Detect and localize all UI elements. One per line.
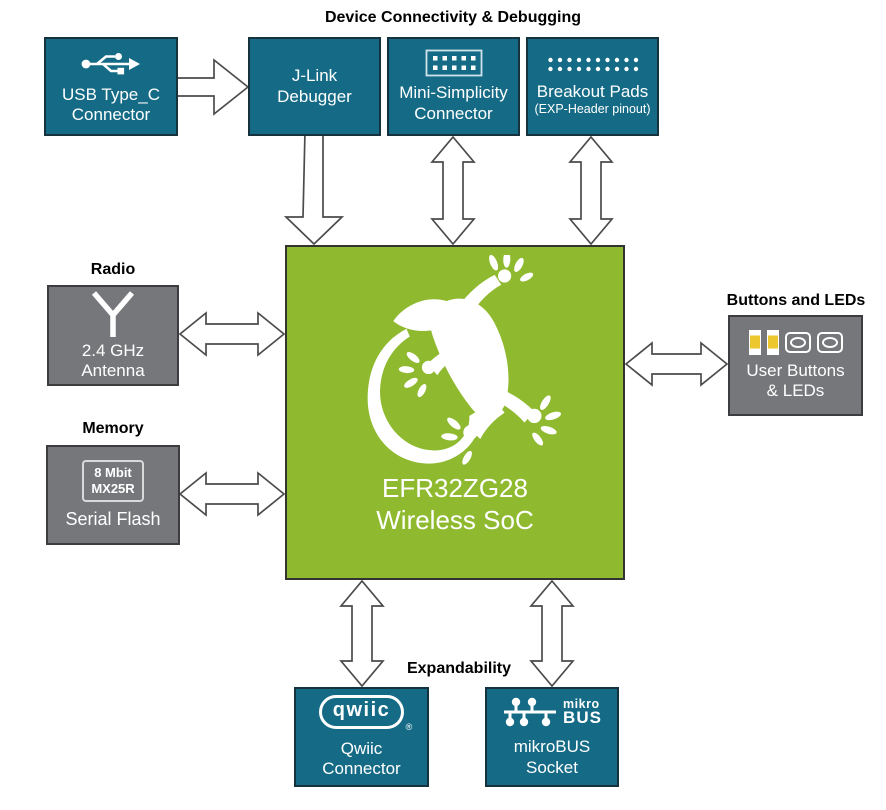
- soc-label-line2: Wireless SoC: [376, 504, 534, 535]
- breakout-label-line1: Breakout Pads: [536, 82, 649, 102]
- arrow-usb-to-jlink: [173, 58, 249, 116]
- mikrobus-wordmark-line2: BUS: [563, 708, 602, 728]
- qwiic-logo: qwiic ®: [318, 695, 412, 732]
- mikrobus-label-line2: Socket: [526, 757, 578, 777]
- breakout-pads-box: Breakout Pads (EXP-Header pinout): [526, 37, 659, 136]
- arrow-minisimplicity-soc: [430, 136, 476, 245]
- arrow-soc-buttons: [625, 341, 728, 387]
- arrow-soc-qwiic: [339, 580, 385, 687]
- led-icon: [748, 329, 761, 355]
- registered-mark: ®: [405, 722, 413, 733]
- title-device-connectivity: Device Connectivity & Debugging: [324, 9, 582, 26]
- title-radio: Radio: [90, 261, 136, 278]
- mini-simplicity-label-line1: Mini-Simplicity: [399, 83, 508, 103]
- user-buttons-label-line2: & LEDs: [766, 381, 825, 400]
- serial-flash-box: 8 Mbit MX25R Serial Flash: [46, 445, 180, 545]
- arrow-antenna-soc: [179, 311, 285, 357]
- mikrobus-label-line1: mikroBUS: [513, 737, 591, 757]
- mikrobus-wordmark-line1: mikro: [563, 696, 600, 711]
- qwiic-connector-box: qwiic ® Qwiic Connector: [294, 687, 429, 787]
- mini-simplicity-connector-box: Mini-Simplicity Connector: [387, 37, 520, 136]
- arrow-soc-mikrobus: [529, 580, 575, 687]
- serial-flash-label: Serial Flash: [65, 509, 161, 530]
- qwiic-logo-text: qwiic: [318, 695, 405, 729]
- qwiic-label-line1: Qwiic: [340, 738, 383, 758]
- mikrobus-socket-box: mikro BUS mikroBUS Socket: [485, 687, 619, 787]
- title-memory: Memory: [82, 420, 144, 437]
- user-buttons-leds-box: User Buttons & LEDs: [728, 315, 863, 416]
- usb-box-label-line1: USB Type_C: [62, 84, 160, 104]
- mikrobus-logo: mikro BUS: [502, 696, 602, 728]
- flash-chip-line1: 8 Mbit: [94, 464, 132, 480]
- usb-box-label-line2: Connector: [71, 105, 151, 124]
- usb-type-c-connector-box: USB Type_C Connector: [44, 37, 178, 136]
- title-buttons-and-leds: Buttons and LEDs: [726, 292, 866, 309]
- pin-header-icon: [425, 49, 483, 77]
- antenna-icon: [90, 290, 136, 338]
- pad-grid-icon: [546, 56, 640, 73]
- efr32zg28-soc-box: EFR32ZG28 Wireless SoC: [285, 245, 625, 580]
- mikrobus-bus-icon: [502, 696, 558, 728]
- antenna-label-line1: 2.4 GHz: [81, 340, 145, 360]
- push-button-icon: [816, 331, 843, 353]
- antenna-box: 2.4 GHz Antenna: [47, 285, 179, 386]
- jlink-box-label-line2: Debugger: [277, 86, 352, 106]
- breakout-label-line2: (EXP-Header pinout): [534, 102, 651, 117]
- qwiic-label-line2: Connector: [322, 758, 401, 778]
- arrow-flash-soc: [179, 471, 285, 517]
- mini-simplicity-label-line2: Connector: [414, 103, 493, 123]
- jlink-box-label-line1: J-Link: [291, 66, 338, 86]
- user-buttons-label-line1: User Buttons: [746, 360, 845, 380]
- gecko-icon: [339, 255, 571, 471]
- jlink-debugger-box: J-Link Debugger: [248, 37, 381, 136]
- title-expandability: Expandability: [406, 660, 512, 677]
- usb-trident-icon: [79, 48, 143, 80]
- arrow-breakout-soc: [568, 136, 614, 245]
- flash-chip-line2: MX25R: [91, 480, 135, 496]
- soc-label-line1: EFR32ZG28: [382, 473, 528, 503]
- arrow-jlink-to-soc: [284, 131, 344, 245]
- led-icon: [766, 329, 779, 355]
- push-button-icon: [784, 331, 811, 353]
- antenna-label-line2: Antenna: [81, 361, 145, 380]
- flash-chip-icon: 8 Mbit MX25R: [82, 459, 144, 503]
